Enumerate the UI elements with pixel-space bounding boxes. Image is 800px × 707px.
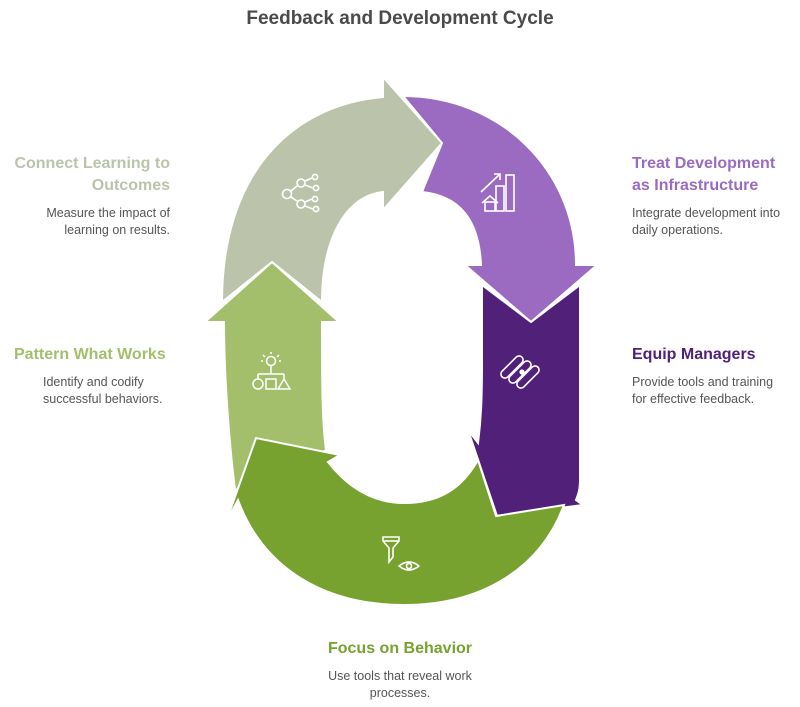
step-title: Focus on Behavior [327,640,473,657]
tools-toggles-icon [500,355,540,389]
step-treat-development: Treat Development as Infrastructure Inte… [632,153,797,239]
step-desc-line: Use tools that reveal work [328,669,472,683]
step-desc-line: Identify and codify [43,375,144,389]
step-desc-line: successful behaviors. [43,392,163,406]
step-title-line: Outcomes [91,177,170,194]
arrow-treat-development [400,94,600,324]
step-title-line: Connect Learning to [14,155,170,172]
step-description: Integrate development into daily operati… [632,205,797,239]
step-title: Pattern What Works [14,346,166,363]
growth-chart-house-icon [480,173,515,212]
step-title-line: Treat Development [632,155,776,172]
step-description: Use tools that reveal work processes. [300,668,500,702]
network-nodes-icon [281,173,320,213]
step-focus-on-behavior: Focus on Behavior Use tools that reveal … [300,638,500,702]
step-desc-line: daily operations. [632,223,724,237]
diagram-title: Feedback and Development Cycle [246,8,554,29]
step-connect-learning: Connect Learning to Outcomes Measure the… [10,153,170,239]
step-title: Treat Development as Infrastructure [632,153,797,197]
step-desc-line: processes. [369,686,431,700]
step-title: Equip Managers [632,346,756,363]
step-description: Identify and codify successful behaviors… [43,374,204,408]
step-description: Measure the impact of learning on result… [10,205,170,239]
step-desc-line: Provide tools and training [632,375,774,389]
step-description: Provide tools and training for effective… [632,374,797,408]
step-desc-line: Integrate development into [632,206,781,220]
funnel-eye-icon [382,536,421,571]
arrow-focus-on-behavior [225,436,566,607]
arrow-connect-learning [220,74,444,305]
step-title: Connect Learning to Outcomes [10,153,170,197]
step-title-line: as Infrastructure [632,177,759,194]
idea-shapes-icon [252,352,292,390]
step-equip-managers: Equip Managers Provide tools and trainin… [632,344,797,408]
arrow-pattern-what-works [202,260,342,492]
step-desc-line: Measure the impact of [46,206,170,220]
step-desc-line: for effective feedback. [632,392,755,406]
step-pattern-what-works: Pattern What Works Identify and codify s… [14,344,204,408]
step-desc-line: learning on results. [64,223,170,237]
